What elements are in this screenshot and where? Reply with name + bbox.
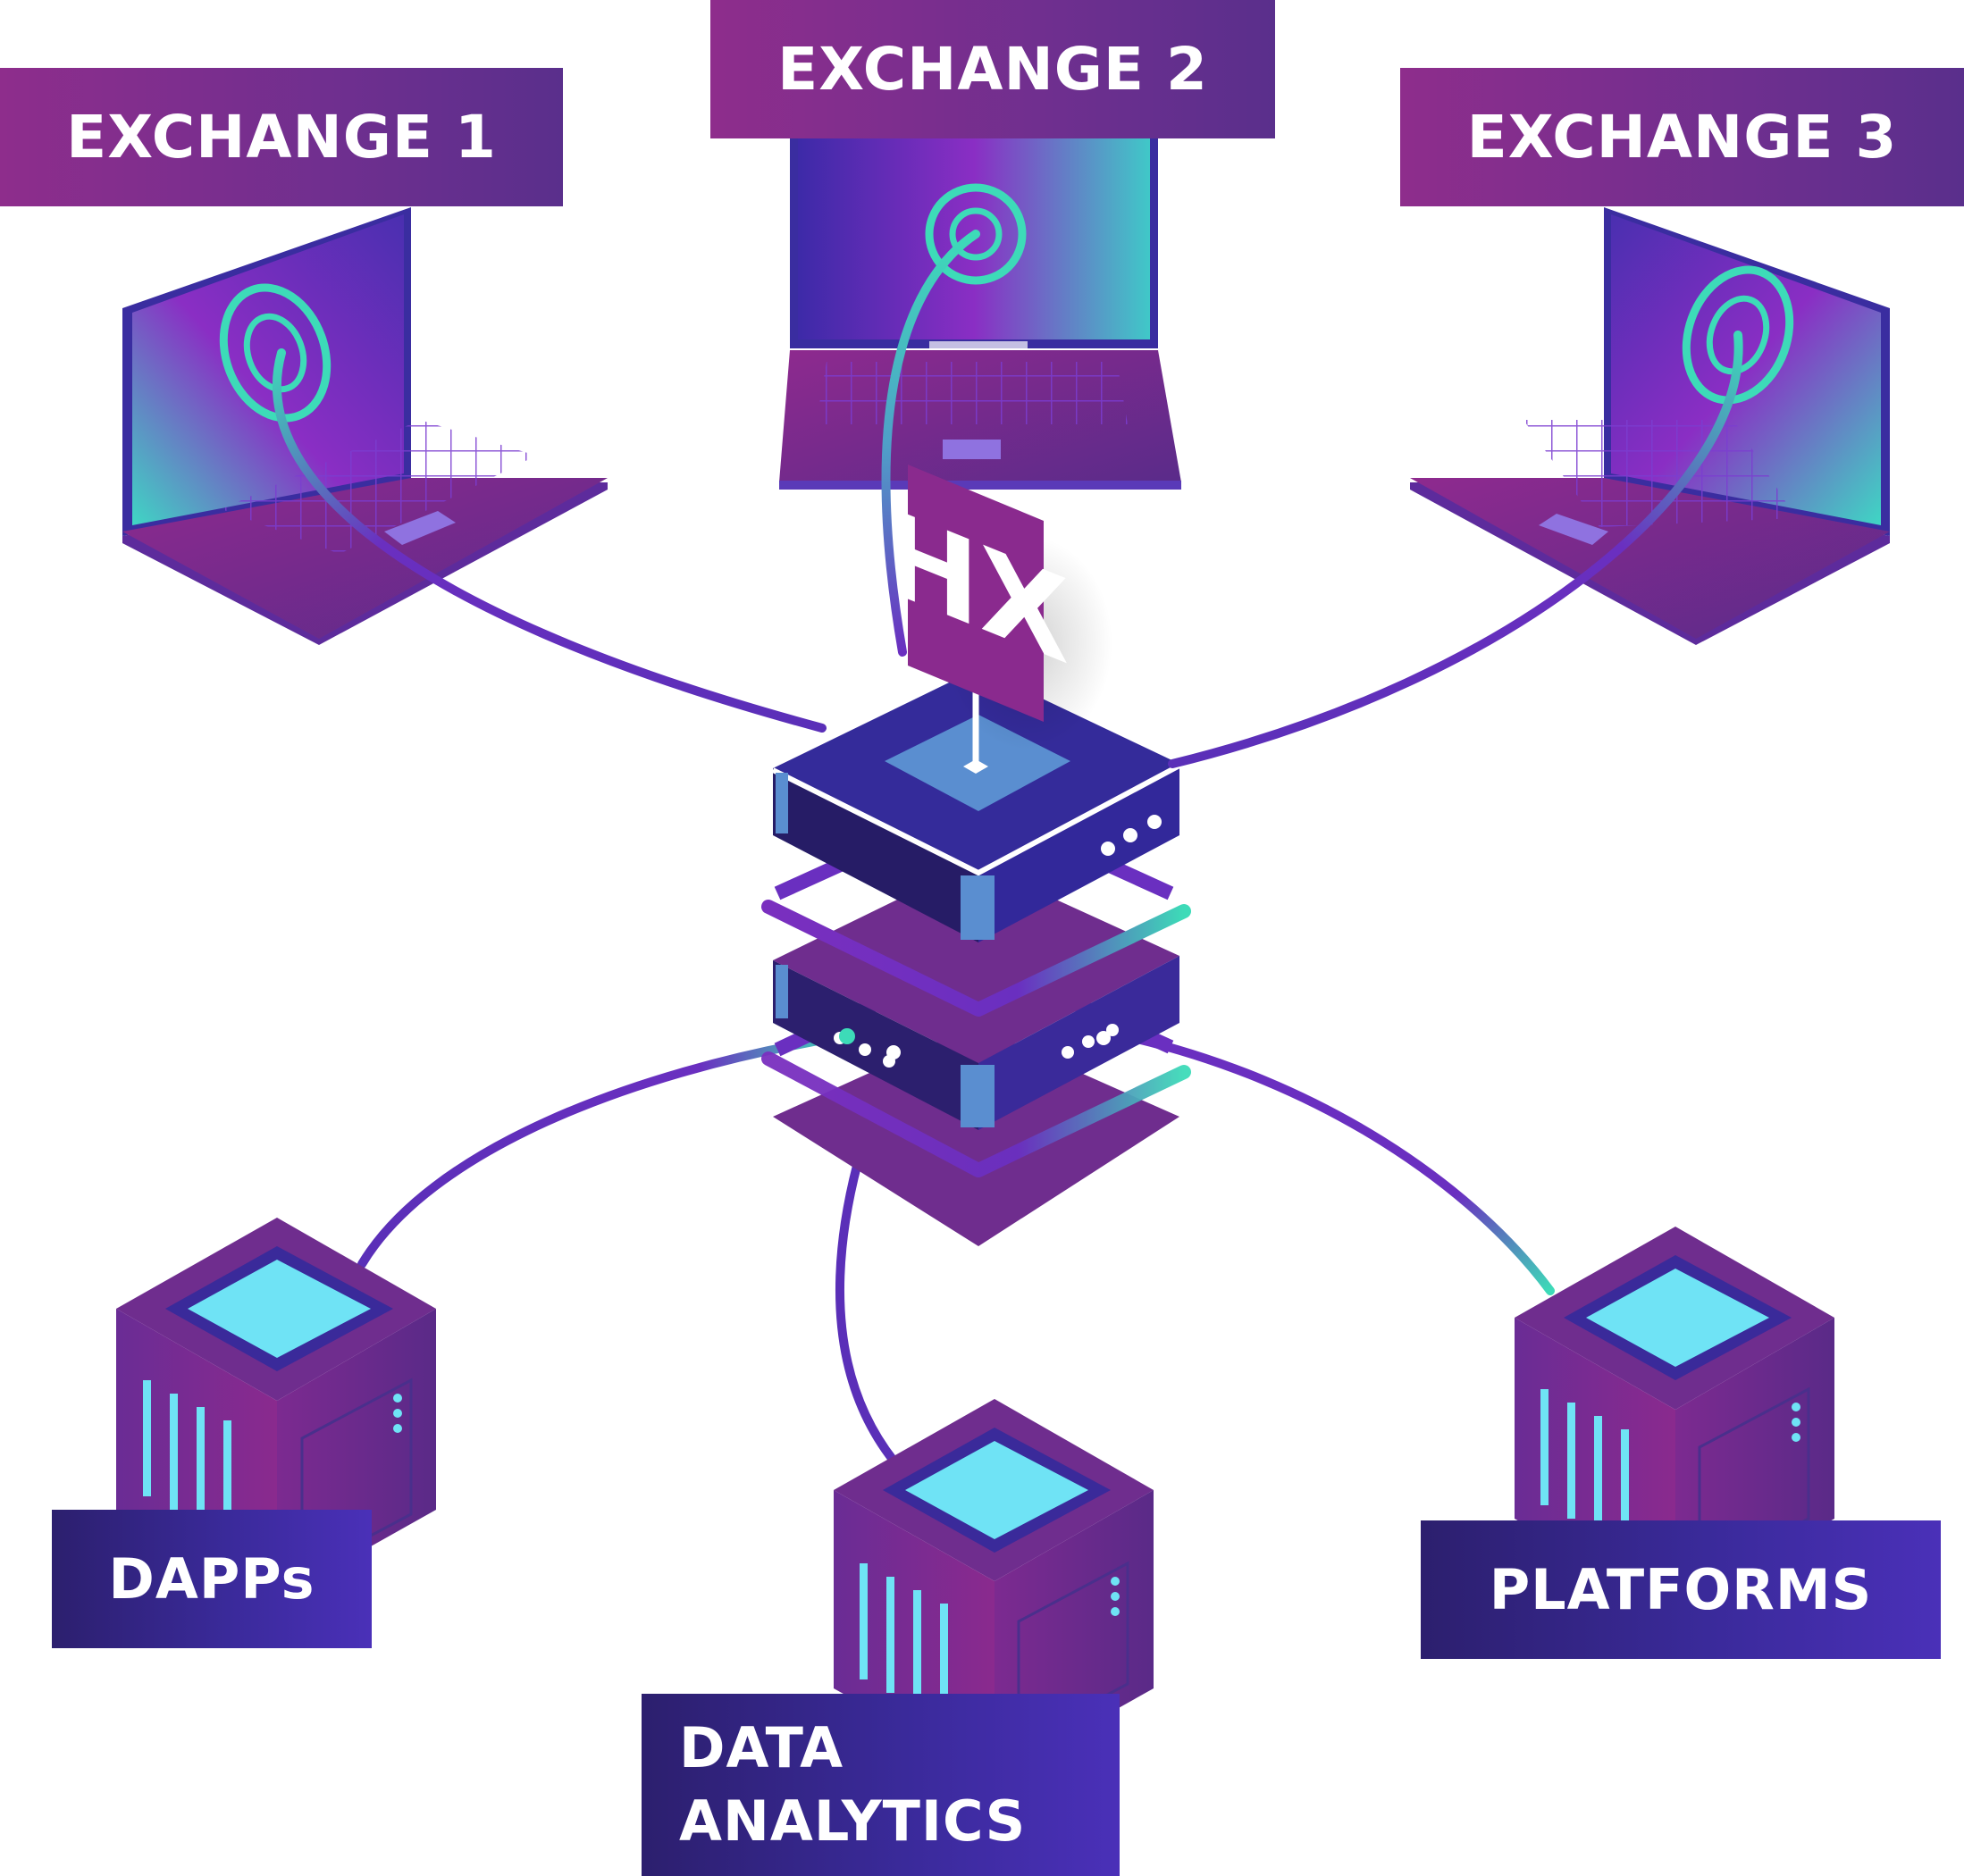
dapps-label: DAPPs bbox=[52, 1510, 372, 1648]
hx-logo-icon: HX bbox=[882, 465, 1070, 722]
exchange-3-text: EXCHANGE 3 bbox=[1466, 103, 1898, 172]
data-analytics-label: DATA ANALYTICS bbox=[642, 1694, 1120, 1876]
exchange-3-label: EXCHANGE 3 bbox=[1400, 68, 1964, 206]
dapps-text: DAPPs bbox=[108, 1546, 315, 1612]
exchange-1-text: EXCHANGE 1 bbox=[66, 103, 497, 172]
laptop-icon bbox=[122, 207, 608, 645]
platforms-label: PLATFORMS bbox=[1421, 1520, 1941, 1659]
laptop-icon bbox=[1410, 207, 1890, 645]
exchange-2-label: EXCHANGE 2 bbox=[710, 0, 1275, 138]
exchange-2-text: EXCHANGE 2 bbox=[777, 35, 1208, 104]
data-analytics-text: DATA ANALYTICS bbox=[679, 1715, 1027, 1854]
hub-server-icon: HX bbox=[761, 465, 1191, 1246]
platforms-text: PLATFORMS bbox=[1489, 1557, 1873, 1622]
exchange-1-label: EXCHANGE 1 bbox=[0, 68, 563, 206]
laptop-icon bbox=[779, 134, 1181, 490]
